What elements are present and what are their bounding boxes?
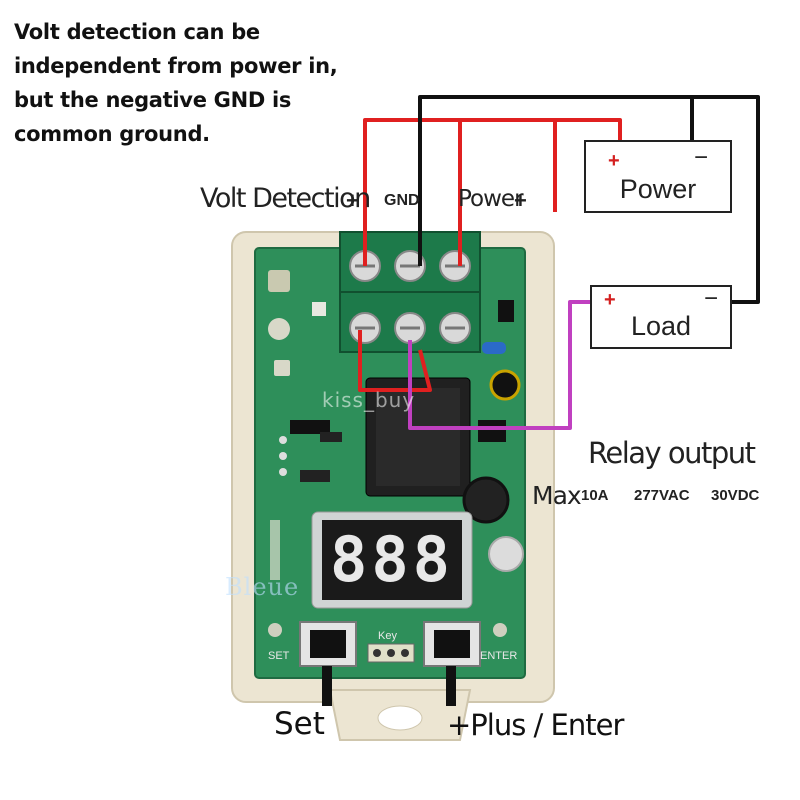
- relay-output-title: Relay output: [588, 436, 756, 470]
- volt-detection-plus: +: [346, 188, 359, 213]
- load-plus-sign: +: [604, 289, 616, 311]
- plus-enter-button-caption: +Plus / Enter: [447, 708, 624, 742]
- note-line-3: but the negative GND is: [14, 88, 292, 112]
- power-minus-sign: −: [693, 144, 708, 171]
- load-box-label: Load: [630, 311, 692, 341]
- relay-vdc: 30VDC: [711, 487, 760, 504]
- power-plus-sign: +: [608, 150, 620, 172]
- note-line-2: independent from power in,: [14, 54, 338, 78]
- wire-black: [418, 95, 760, 304]
- side-components: [462, 300, 524, 572]
- set-button-caption: Set: [274, 706, 325, 742]
- relay-vac: 277VAC: [634, 487, 690, 504]
- note-line-4: common ground.: [14, 122, 210, 146]
- power-terminal-label: Power: [458, 186, 524, 212]
- note-line-1: Volt detection can be: [14, 20, 260, 44]
- terminal-block: [339, 231, 481, 353]
- silk-enter-label: ENTER: [480, 650, 518, 662]
- wire-purple: [408, 300, 590, 430]
- gnd-label: GND: [384, 192, 420, 209]
- wire-red: [358, 118, 622, 392]
- seven-segment-display: [311, 511, 473, 609]
- display-digits: 888: [330, 523, 454, 596]
- push-buttons: [299, 621, 481, 706]
- relay-current: 10A: [581, 487, 609, 504]
- load-box: + − Load: [590, 285, 732, 349]
- silk-set-label: SET: [268, 650, 290, 662]
- watermark-center: kiss_buy: [322, 388, 416, 412]
- power-box: + − Power: [584, 140, 732, 213]
- watermark-left: Bleue: [225, 573, 300, 601]
- power-box-label: Power: [619, 174, 697, 204]
- volt-detection-label: Volt Detection: [200, 183, 371, 214]
- load-minus-sign: −: [703, 285, 718, 312]
- power-terminal-plus: +: [514, 188, 527, 213]
- relay-max-label: Max: [532, 481, 582, 510]
- silk-key-label: Key: [378, 630, 397, 642]
- relay-component: [365, 377, 471, 497]
